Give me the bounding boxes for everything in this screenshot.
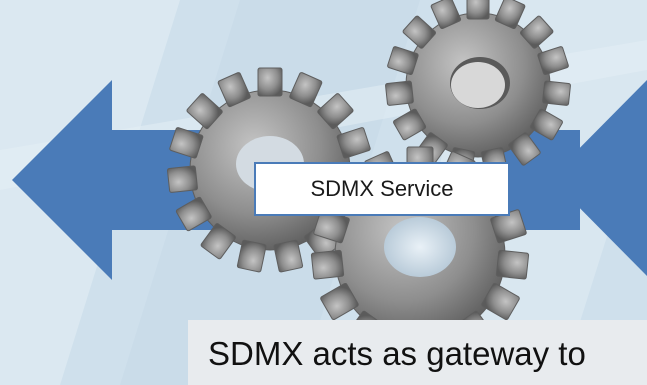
sdmx-service-box: SDMX Service xyxy=(254,162,510,216)
sdmx-service-label: SDMX Service xyxy=(310,176,454,201)
caption-label: SDMX acts as gateway to xyxy=(208,335,586,372)
right-arrow-icon xyxy=(550,80,647,276)
caption-text: SDMX acts as gateway to xyxy=(188,320,647,385)
gear-icon xyxy=(385,0,571,178)
